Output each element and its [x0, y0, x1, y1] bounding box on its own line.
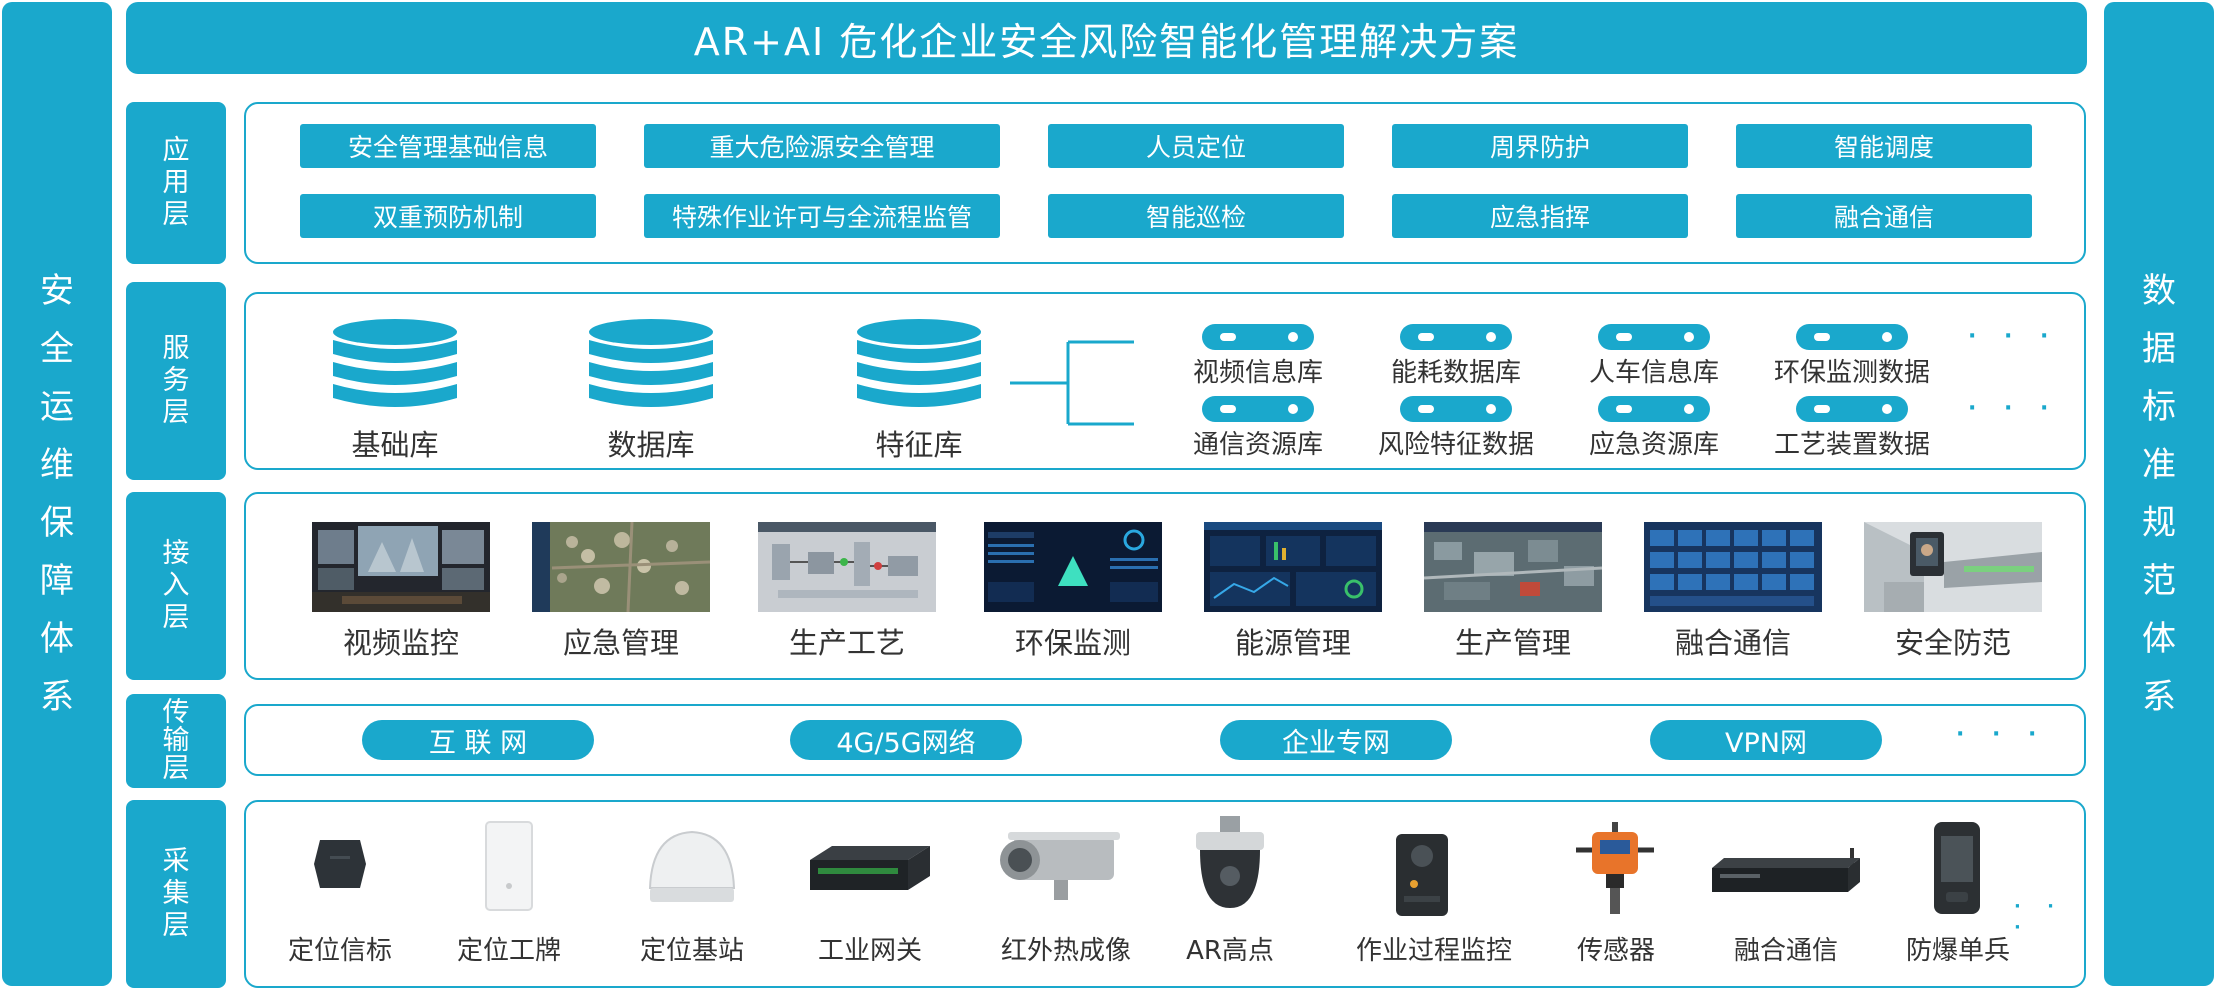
app-item[interactable]: 特殊作业许可与全流程监管: [644, 194, 1000, 238]
device-label: 红外热成像: [1000, 936, 1131, 966]
app-item[interactable]: 重大危险源安全管理: [644, 124, 1000, 168]
production-mgmt-thumbnail[interactable]: [1424, 522, 1602, 612]
database-icon: [333, 319, 457, 407]
service-label: 环保监测数据: [1773, 358, 1930, 388]
network-item[interactable]: VPN网: [1650, 720, 1882, 760]
server-icon: [1796, 324, 1908, 350]
app-item[interactable]: 双重预防机制: [300, 194, 596, 238]
emergency-map-thumbnail[interactable]: [532, 522, 710, 612]
ellipsis: · · ·: [2014, 896, 2064, 938]
transport-layer-panel: 互 联 网 4G/5G网络 企业专网 VPN网 · · ·: [244, 704, 2086, 776]
app-item[interactable]: 应急指挥: [1392, 194, 1688, 238]
database-label: 基础库: [351, 428, 439, 462]
body-camera-icon: [1396, 834, 1448, 916]
service-label: 风险特征数据: [1377, 430, 1534, 460]
service-layer-panel: 基础库 数据库 特征库 视频信息库 能耗数据库 人车信息库 环保监测: [244, 292, 2086, 470]
device-label: 定位工牌: [456, 936, 561, 966]
database-label: 数据库: [607, 428, 695, 462]
left-side-bar: 安 全 运 维 保 障 体 系: [2, 2, 112, 986]
device-label: 定位信标: [287, 936, 392, 966]
right-side-bar-text: 数 据 标 准 规 范 体 系: [2142, 271, 2176, 717]
left-side-bar-text: 安 全 运 维 保 障 体 系: [40, 271, 74, 717]
app-item[interactable]: 融合通信: [1736, 194, 2032, 238]
security-thumbnail[interactable]: [1864, 522, 2042, 612]
access-label: 能源管理: [1234, 626, 1351, 660]
access-label: 应急管理: [562, 626, 679, 660]
collect-layer-panel: 定位信标 定位工牌 定位基站 工业网关 红外热成像 AR高点 作业过程监控: [244, 800, 2086, 988]
device-label: 工业网关: [817, 936, 922, 966]
production-process-thumbnail[interactable]: [758, 522, 936, 612]
device-label: 定位基站: [639, 936, 744, 966]
network-item[interactable]: 互 联 网: [362, 720, 594, 760]
badge-icon: [485, 821, 533, 911]
network-item[interactable]: 企业专网: [1220, 720, 1452, 760]
ellipsis: · · ·: [1956, 722, 2047, 747]
layer-label-service: 服务层: [126, 282, 226, 480]
sensor-icon: [1576, 822, 1654, 914]
layer-label-app: 应用层: [126, 102, 226, 264]
base-station-icon: [648, 830, 736, 902]
service-label: 通信资源库: [1192, 430, 1323, 460]
access-label: 环保监测: [1014, 626, 1131, 660]
env-monitor-thumbnail[interactable]: [984, 522, 1162, 612]
device-label: 传感器: [1576, 936, 1655, 966]
access-label: 生产工艺: [788, 626, 905, 660]
database-icon: [589, 319, 713, 407]
service-label: 能耗数据库: [1390, 358, 1521, 388]
service-label: 人车信息库: [1588, 358, 1719, 388]
app-item[interactable]: 智能巡检: [1048, 194, 1344, 238]
access-label: 融合通信: [1674, 626, 1791, 660]
app-item[interactable]: 周界防护: [1392, 124, 1688, 168]
thermal-camera-icon: [1000, 832, 1120, 900]
fusion-comm-thumbnail[interactable]: [1644, 522, 1822, 612]
gateway-icon: [810, 846, 930, 890]
database-label: 特征库: [875, 428, 963, 462]
video-monitor-thumbnail[interactable]: [312, 522, 490, 612]
server-icon: [1598, 324, 1710, 350]
app-item[interactable]: 智能调度: [1736, 124, 2032, 168]
rugged-phone-icon: [1934, 822, 1980, 914]
ellipsis: · · ·: [1968, 324, 2059, 349]
database-icon: [857, 319, 981, 407]
layer-label-transport: 传输层: [126, 694, 226, 788]
server-icon: [1400, 396, 1512, 422]
server-icon: [1796, 396, 1908, 422]
beacon-icon: [314, 840, 366, 888]
access-layer-panel: 视频监控 应急管理 生产工艺: [244, 492, 2086, 680]
page-title: AR+AI 危化企业安全风险智能化管理解决方案: [126, 2, 2087, 74]
app-item[interactable]: 安全管理基础信息: [300, 124, 596, 168]
access-label: 生产管理: [1454, 626, 1571, 660]
device-label: 防爆单兵: [1905, 936, 2010, 966]
service-label: 应急资源库: [1588, 430, 1719, 460]
right-side-bar: 数 据 标 准 规 范 体 系: [2104, 2, 2214, 986]
server-icon: [1202, 324, 1314, 350]
ar-camera-icon: [1196, 816, 1264, 908]
app-item[interactable]: 人员定位: [1048, 124, 1344, 168]
access-label: 视频监控: [342, 626, 459, 660]
ellipsis: · · ·: [1968, 396, 2059, 421]
device-label: 融合通信: [1733, 936, 1838, 966]
energy-mgmt-thumbnail[interactable]: [1204, 522, 1382, 612]
comm-server-icon: [1712, 848, 1860, 892]
device-label: 作业过程监控: [1355, 936, 1512, 966]
server-icon: [1598, 396, 1710, 422]
layer-label-collect: 采集层: [126, 800, 226, 988]
service-label: 工艺装置数据: [1773, 430, 1930, 460]
device-label: AR高点: [1186, 936, 1274, 966]
server-icon: [1202, 396, 1314, 422]
server-icon: [1400, 324, 1512, 350]
connector-bracket: [1010, 340, 1134, 426]
service-label: 视频信息库: [1192, 358, 1323, 388]
app-layer-panel: 安全管理基础信息 重大危险源安全管理 人员定位 周界防护 智能调度 双重预防机制…: [244, 102, 2086, 264]
network-item[interactable]: 4G/5G网络: [790, 720, 1022, 760]
access-label: 安全防范: [1894, 626, 2011, 660]
layer-label-access: 接入层: [126, 492, 226, 680]
